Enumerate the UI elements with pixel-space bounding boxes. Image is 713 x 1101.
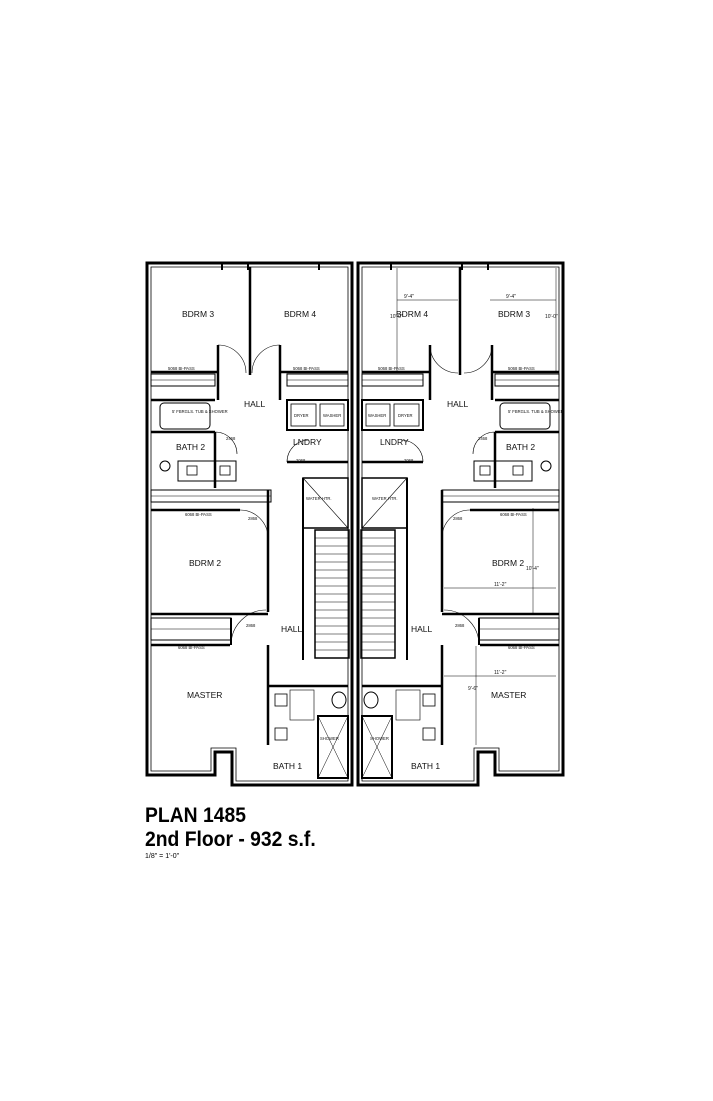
right-exterior-wall-inner <box>361 266 560 782</box>
left-bdrm2-label: BDRM 2 <box>189 558 221 568</box>
note-water-heater: WATER HTR. <box>372 496 398 501</box>
title-block: PLAN 1485 2nd Floor - 932 s.f. 1/8" = 1'… <box>145 804 331 860</box>
left-unit <box>145 261 354 787</box>
note-bypass-6068: 6068 BI-PASS <box>508 645 535 650</box>
note-bypass-5068: 5068 BI-PASS <box>508 366 535 371</box>
right-bath1-label: BATH 1 <box>411 761 440 771</box>
left-bdrm4-label: BDRM 4 <box>284 309 316 319</box>
note-bypass-5068: 5068 BI-PASS <box>378 366 405 371</box>
note-bypass-6068: 6068 BI-PASS <box>185 512 212 517</box>
note-washer: WASHER <box>323 413 341 418</box>
note-water-heater: WATER HTR. <box>306 496 332 501</box>
note-bypass-5068: 5068 BI-PASS <box>168 366 195 371</box>
note-door-2068: 2068 <box>404 458 414 463</box>
right-bdrm4-label: BDRM 4 <box>396 309 428 319</box>
right-unit <box>356 261 565 787</box>
note-shower: SHOWER <box>370 736 389 741</box>
right-master-label: MASTER <box>491 690 526 700</box>
note-bypass-5068: 5068 BI-PASS <box>293 366 320 371</box>
right-exterior-wall <box>356 261 565 787</box>
note-door-2468: 2468 <box>226 436 236 441</box>
left-hall-mid-label: HALL <box>281 624 303 634</box>
dim-right-bdrm2-depth: 10'-4" <box>526 566 539 572</box>
dim-right-master-depth: 9'-6" <box>468 686 478 692</box>
note-dryer: DRYER <box>398 413 413 418</box>
note-shower: SHOWER <box>320 736 339 741</box>
dim-right-master-width: 11'-2" <box>494 670 507 676</box>
note-washer: WASHER <box>368 413 386 418</box>
right-hall-top-label: HALL <box>447 399 469 409</box>
right-lndry-label: LNDRY <box>380 437 409 447</box>
floor-subtitle: 2nd Floor - 932 s.f. <box>145 828 316 851</box>
note-bypass-6068: 6068 BI-PASS <box>178 645 205 650</box>
left-master-label: MASTER <box>187 690 222 700</box>
dim-right-bdrm3-depth: 10'-0" <box>545 314 558 320</box>
left-exterior-wall <box>145 261 354 787</box>
note-door-2468: 2468 <box>478 436 488 441</box>
note-door-2868: 2868 <box>248 516 258 521</box>
note-door-2868: 2868 <box>246 623 256 628</box>
note-door-2868: 2868 <box>455 623 465 628</box>
dim-right-bdrm4-width: 9'-4" <box>404 294 414 300</box>
note-dryer: DRYER <box>294 413 309 418</box>
right-bdrm3-label: BDRM 3 <box>498 309 530 319</box>
scale-note: 1/8" = 1'-0" <box>145 853 180 860</box>
plan-title: PLAN 1485 <box>145 804 246 827</box>
right-bath2-label: BATH 2 <box>506 442 535 452</box>
left-hall-top-label: HALL <box>244 399 266 409</box>
left-lndry-label: LNDRY <box>293 437 322 447</box>
dim-right-bdrm4-depth: 10'-0" <box>390 314 403 320</box>
left-bdrm3-label: BDRM 3 <box>182 309 214 319</box>
left-exterior-wall-inner <box>150 266 349 782</box>
left-bath2-label: BATH 2 <box>176 442 205 452</box>
left-bath1-label: BATH 1 <box>273 761 302 771</box>
note-bypass-6068: 6068 BI-PASS <box>500 512 527 517</box>
right-hall-mid-label: HALL <box>411 624 433 634</box>
dim-right-bdrm3-width: 9'-4" <box>506 294 516 300</box>
right-bdrm2-label: BDRM 2 <box>492 558 524 568</box>
note-tub: 5' FBRGLS. TUB & SHOWER <box>508 409 564 414</box>
dim-right-bdrm2-width: 11'-2" <box>494 582 507 588</box>
note-door-2868: 2868 <box>453 516 463 521</box>
note-door-2068: 2068 <box>296 458 306 463</box>
note-tub: 5' FBRGLS. TUB & SHOWER <box>172 409 228 414</box>
